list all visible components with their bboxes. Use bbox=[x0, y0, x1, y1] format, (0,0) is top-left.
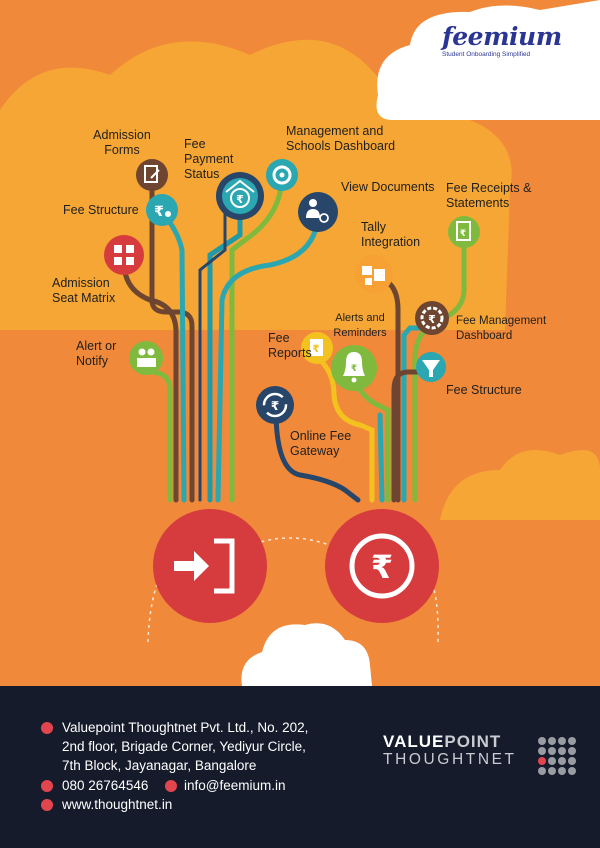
rupee-gear-icon: ₹ bbox=[415, 301, 449, 335]
dashboard-icon bbox=[266, 159, 298, 191]
brand-name: feemium bbox=[442, 22, 562, 51]
footer bbox=[0, 686, 600, 848]
form-icon bbox=[136, 159, 168, 191]
tally-icon bbox=[355, 255, 393, 293]
logo-word-thoughtnet: THOUGHTNET bbox=[383, 751, 517, 768]
brand-tagline: Student Onboarding Simplified bbox=[442, 51, 531, 58]
logo-dot-grid bbox=[538, 737, 576, 775]
label-view-documents: View Documents bbox=[341, 180, 435, 194]
receipt-icon: ₹ bbox=[448, 216, 480, 248]
label-fee-structure-right: Fee Structure bbox=[446, 383, 522, 397]
svg-text:₹: ₹ bbox=[428, 313, 436, 326]
logo-word-value: VALUE bbox=[383, 732, 445, 751]
label-fee-receipts: Fee Receipts & Statements bbox=[446, 181, 532, 210]
logo-word-valuepoint: VALUEPOINT bbox=[383, 732, 583, 752]
feemium-logo: feemium Student Onboarding Simplified bbox=[442, 22, 567, 59]
phone-icon bbox=[41, 780, 53, 792]
svg-text:₹: ₹ bbox=[351, 364, 357, 374]
svg-text:₹: ₹ bbox=[236, 193, 244, 206]
address-line-1: Valuepoint Thoughtnet Pvt. Ltd., No. 202… bbox=[62, 720, 309, 735]
rupee-report-icon: ₹ bbox=[301, 332, 333, 364]
email-link[interactable]: info@feemium.in bbox=[184, 778, 286, 793]
right-branches bbox=[273, 245, 467, 503]
label-fee-payment-status: Fee Payment Status bbox=[184, 137, 234, 181]
label-admission-seat-matrix: Admission Seat Matrix bbox=[52, 276, 116, 305]
svg-text:₹: ₹ bbox=[371, 548, 393, 586]
grid-icon bbox=[104, 235, 144, 275]
label-admission-forms: Admission Forms bbox=[93, 128, 151, 157]
bell-icon: ₹ bbox=[331, 345, 377, 391]
label-alerts-reminders: Alerts and Reminders bbox=[333, 312, 387, 339]
svg-text:₹: ₹ bbox=[271, 399, 279, 413]
left-hub-login-icon bbox=[153, 509, 267, 623]
label-alert-or-notify: Alert or Notify bbox=[76, 339, 117, 368]
phone-number[interactable]: 080 26764546 bbox=[62, 778, 149, 793]
label-fee-reports: Fee Reports bbox=[268, 331, 312, 360]
tree-illustration: ₹ ₹ ₹ ₹ ₹ ₹ ₹ ₹ bbox=[0, 0, 600, 686]
label-fee-management-dashboard: Fee Management Dashboard bbox=[456, 315, 547, 342]
label-fee-structure-left: Fee Structure bbox=[63, 203, 139, 217]
rupee-eye-icon: ₹ bbox=[146, 194, 178, 226]
email-icon bbox=[165, 780, 177, 792]
logo-word-point: POINT bbox=[444, 732, 502, 751]
svg-text:₹: ₹ bbox=[460, 229, 466, 239]
label-tally-integration: Tally Integration bbox=[361, 220, 421, 249]
svg-text:₹: ₹ bbox=[154, 204, 164, 220]
address-line-3: 7th Block, Jayanagar, Bangalore bbox=[62, 758, 257, 773]
globe-icon bbox=[41, 799, 53, 811]
rupee-house-icon: ₹ bbox=[216, 172, 264, 220]
people-view-icon bbox=[298, 192, 338, 232]
website-link[interactable]: www.thoughtnet.in bbox=[62, 797, 173, 812]
notify-people-icon bbox=[129, 341, 163, 375]
rupee-cycle-icon: ₹ bbox=[256, 386, 294, 424]
svg-text:₹: ₹ bbox=[313, 344, 320, 355]
label-management-dashboard: Management and Schools Dashboard bbox=[286, 124, 396, 153]
location-pin-icon bbox=[41, 722, 53, 734]
funnel-icon bbox=[416, 352, 446, 382]
address-line-2: 2nd floor, Brigade Corner, Yediyur Circl… bbox=[62, 739, 306, 754]
right-hub-rupee-icon: ₹ bbox=[325, 509, 439, 623]
valuepoint-logo: VALUEPOINT THOUGHTNET bbox=[383, 732, 583, 769]
label-online-fee-gateway: Online Fee Gateway bbox=[290, 429, 352, 458]
